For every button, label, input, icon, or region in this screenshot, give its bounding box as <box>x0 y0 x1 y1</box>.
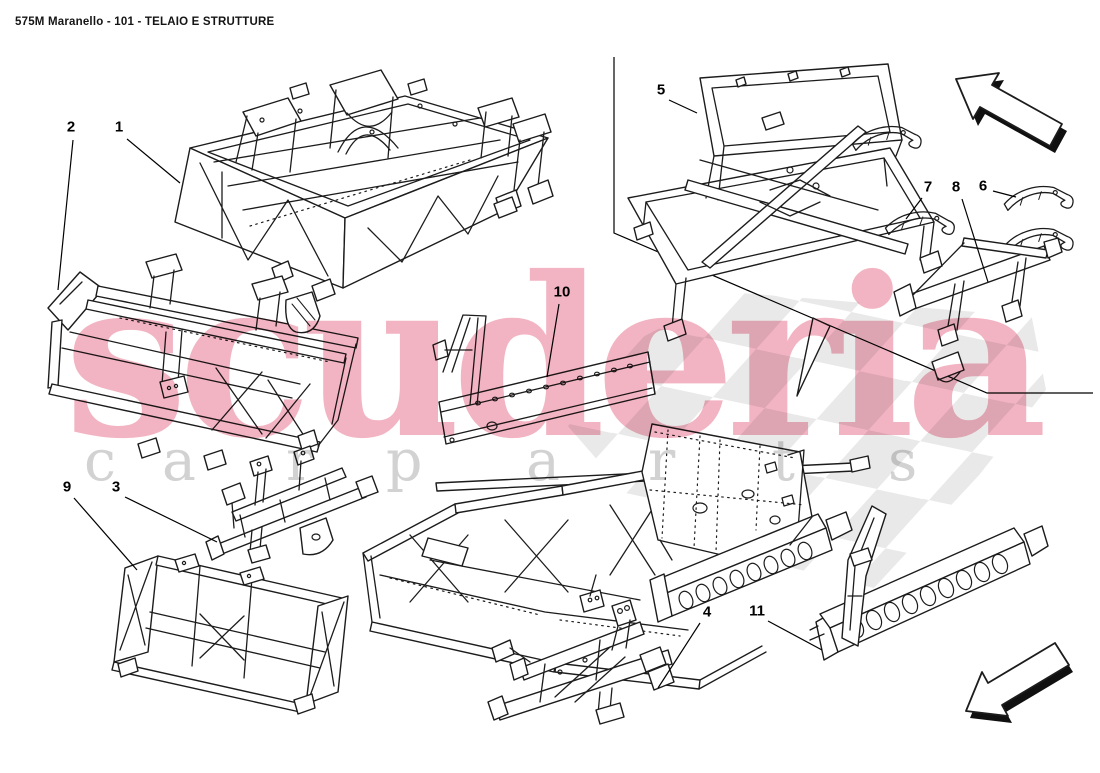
callout-1: 1 <box>114 118 124 136</box>
part-drawing-7 <box>884 211 955 236</box>
leader-lines <box>57 99 1017 689</box>
arrow-up-left-icon <box>955 72 1067 153</box>
part-drawing-10 <box>432 314 656 445</box>
callout-11: 11 <box>749 602 765 620</box>
part-drawing-5 <box>627 63 943 342</box>
callout-8: 8 <box>951 178 961 196</box>
callout-7: 7 <box>923 178 933 196</box>
callout-9: 9 <box>62 478 72 496</box>
pointer-wedge <box>796 317 831 397</box>
part-drawing-main-chassis <box>362 423 871 690</box>
arrow-down-left-icon <box>965 642 1073 723</box>
part-drawing-1 <box>174 69 554 302</box>
callout-2: 2 <box>66 118 76 136</box>
bracket-rail-decorative <box>851 125 922 151</box>
callout-3: 3 <box>111 478 121 496</box>
callout-5: 5 <box>656 81 666 99</box>
callout-6: 6 <box>978 177 988 195</box>
part-drawing-9 <box>111 553 349 715</box>
page-title: 575M Maranello - 101 - TELAIO E STRUTTUR… <box>15 16 275 28</box>
part-drawing-4 <box>487 599 675 725</box>
part-drawing-6 <box>1003 185 1074 211</box>
part-drawing-8 <box>893 237 1063 383</box>
part-drawing-11 <box>809 505 1049 661</box>
part-drawing-2 <box>47 253 359 471</box>
view-divider-lines <box>613 57 1093 397</box>
callout-10: 10 <box>553 283 571 301</box>
part-drawing-3 <box>205 445 379 564</box>
callout-4: 4 <box>702 603 712 621</box>
